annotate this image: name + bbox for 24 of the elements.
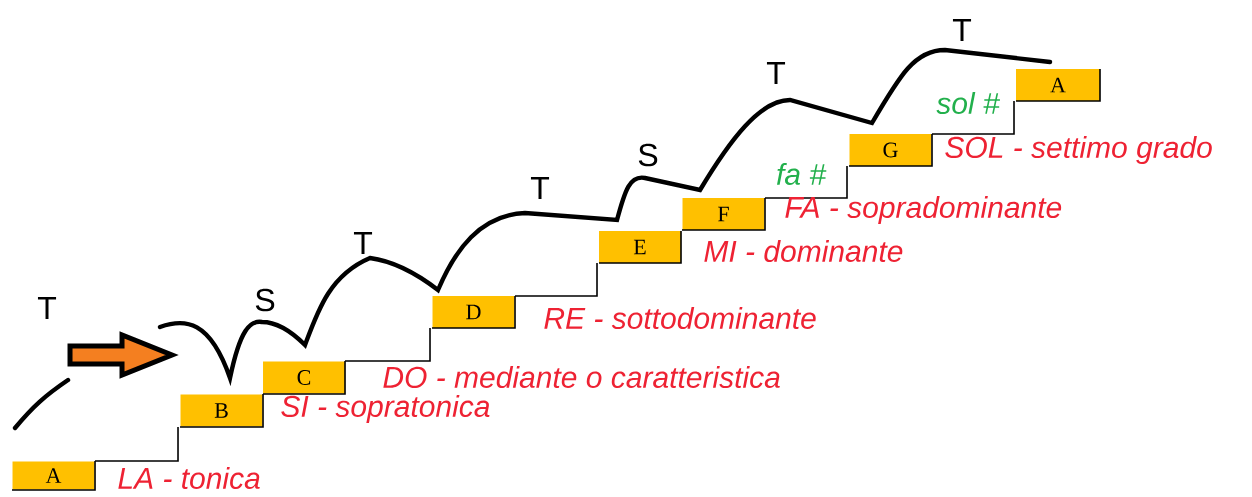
accidental-label: fa # — [777, 163, 827, 185]
accidental-label: sol # — [936, 92, 1000, 114]
step-box: G — [848, 133, 933, 167]
degree-label: DO - mediante o caratteristica — [383, 365, 780, 388]
step-label: T — [952, 19, 972, 41]
degree-label: FA - sopradominante — [785, 196, 1062, 224]
step-box: B — [179, 393, 264, 428]
step-box: E — [598, 230, 682, 264]
step-label: T — [353, 232, 373, 254]
step-box: A — [11, 460, 96, 491]
step-box: F — [681, 197, 766, 231]
step-label: S — [255, 288, 275, 312]
degree-label: RE - sottodominante — [544, 306, 816, 329]
step-label: T — [766, 62, 786, 84]
step-label: T — [530, 177, 550, 199]
degree-label: LA - tonica — [118, 467, 260, 489]
step-box: A — [1015, 68, 1101, 102]
degree-label: MI - dominante — [704, 239, 903, 262]
step-box: D — [431, 295, 516, 329]
degree-label: SOL - settimo grado — [945, 136, 1212, 164]
step-label: T — [37, 297, 57, 319]
step-box: C — [262, 360, 346, 395]
degree-label: SI - sopratonica — [281, 395, 490, 423]
step-label: S — [638, 143, 658, 167]
